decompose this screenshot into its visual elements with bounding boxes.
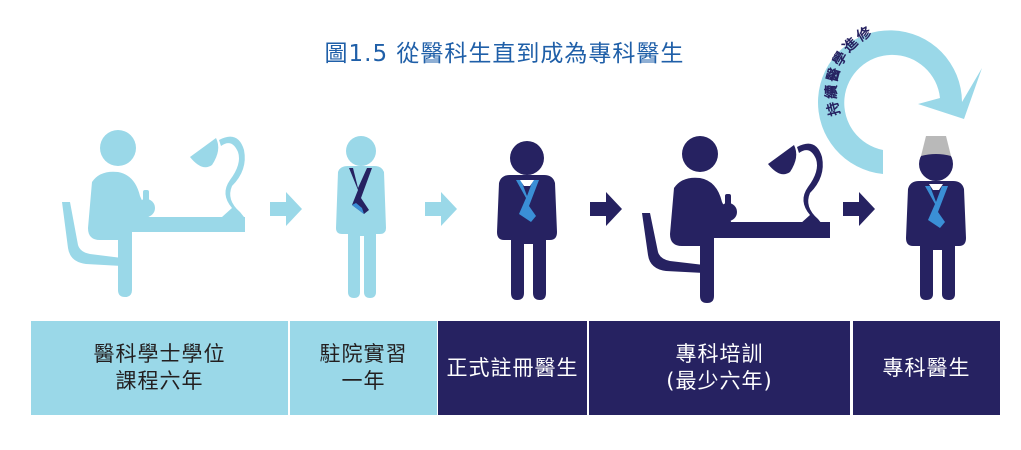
stage-label-line: (最少六年) [666,369,773,393]
figure-title: 圖1.5 從醫科生直到成為專科醫生 [324,41,685,67]
arrow-right-icon [270,192,302,226]
student-at-desk-icon [62,130,245,297]
stage-registered-doctor: 正式註冊醫生 [438,321,587,415]
intern-with-lanyard-icon [336,136,386,298]
arrow-right-icon [425,192,457,226]
stage-label-line: 一年 [341,369,386,393]
stage-label-line: 專科培訓 [675,342,764,366]
arrow-right-icon [590,192,622,226]
stage-internship: 駐院實習 一年 [290,321,437,415]
illustration: 持續醫學進修 [62,23,982,303]
stage-label-line: 駐院實習 [319,342,408,366]
registered-doctor-icon [497,141,557,300]
stage-specialist: 專科醫生 [853,321,1000,415]
circular-arrow-icon: 持續醫學進修 [818,23,982,175]
arrow-right-icon [843,192,875,226]
stage-label-line: 專科醫生 [882,355,971,380]
stage-label-line: 課程六年 [115,369,204,393]
trainee-at-desk-icon [642,136,830,303]
stage-label-line: 正式註冊醫生 [446,355,579,380]
stage-mbbs-degree: 醫科學士學位 課程六年 [31,321,288,415]
stage-specialist-training: 專科培訓 (最少六年) [589,321,850,415]
stage-label-line: 醫科學士學位 [93,342,226,366]
specialist-with-cap-icon [906,136,966,300]
